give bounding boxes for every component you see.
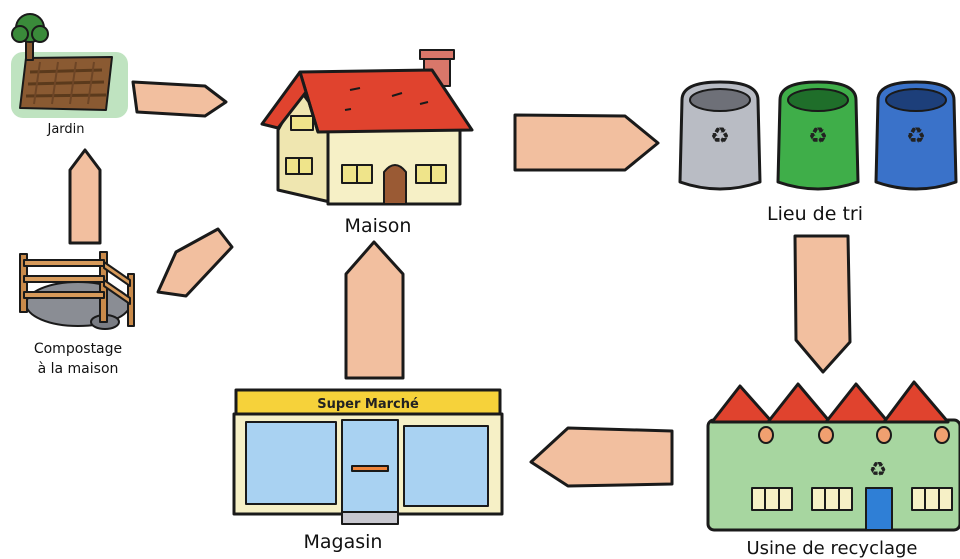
door-icon (383, 164, 407, 205)
garden-label: Jardin (46, 122, 84, 137)
sorting-bins-illustration: ♻ ♻ ♻ Lieu de tri (678, 80, 958, 225)
house-illustration: Maison (260, 49, 474, 237)
compost-illustration: Compostage à la maison (19, 251, 135, 377)
recycle-icon: ♻ (906, 124, 926, 149)
garden-illustration: Jardin (11, 13, 128, 137)
arrow-garden-to-house (131, 80, 228, 118)
arrow-factory-to-store (529, 426, 674, 488)
grey-bin: ♻ (678, 80, 762, 191)
recycle-icon: ♻ (869, 457, 887, 481)
compost-label-line2: à la maison (38, 361, 119, 377)
tree-icon (11, 13, 49, 61)
arrow-store-to-house (344, 240, 405, 380)
arrow-house-to-compost (156, 227, 234, 298)
blue-bin: ♻ (874, 80, 958, 191)
door-icon (865, 487, 893, 531)
window-icon (290, 115, 314, 131)
sorting-label: Lieu de tri (767, 203, 863, 225)
store-label: Magasin (304, 531, 383, 553)
factory-label: Usine de recyclage (746, 538, 917, 559)
green-bin: ♻ (776, 80, 860, 191)
store-illustration: Super Marché Magasin (232, 388, 504, 553)
house-label: Maison (345, 215, 412, 237)
arrow-compost-to-garden (68, 148, 102, 245)
arrow-house-to-sorting (513, 113, 660, 172)
recycle-icon: ♻ (808, 124, 828, 149)
factory-illustration: ♻ Usine de recyclage (706, 380, 960, 559)
arrow-sorting-to-factory (793, 234, 852, 374)
store-sign: Super Marché (317, 397, 419, 412)
recycle-icon: ♻ (710, 124, 730, 149)
compost-label-line1: Compostage (34, 341, 122, 357)
